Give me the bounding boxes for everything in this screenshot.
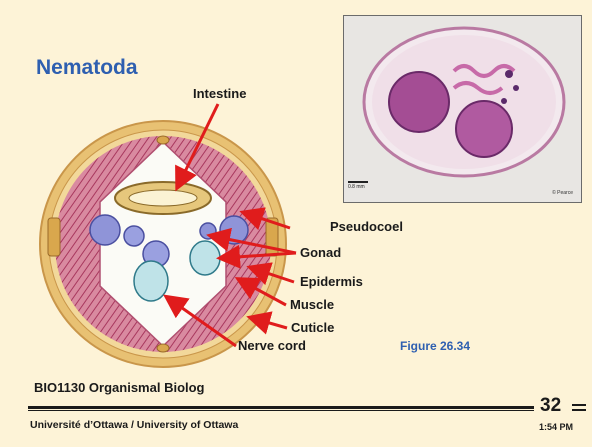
arrow-pseudocoel [245, 213, 290, 228]
label-nerve-cord: Nerve cord [238, 338, 306, 353]
arrow-muscle [240, 280, 286, 305]
figure-caption: Figure 26.34 [400, 339, 470, 353]
arrow-gonad-1 [212, 236, 296, 253]
course-title: BIO1130 Organismal Biolog [34, 380, 205, 395]
footer-divider-thin [28, 410, 534, 411]
label-pseudocoel: Pseudocoel [330, 219, 403, 234]
label-cuticle: Cuticle [291, 320, 334, 335]
university-name: Université d’Ottawa / University of Otta… [30, 419, 238, 431]
footer-divider [28, 406, 534, 409]
arrow-epidermis [252, 268, 294, 282]
timestamp: 1:54 PM [539, 422, 573, 432]
arrow-nerve-cord [168, 298, 236, 346]
label-epidermis: Epidermis [300, 274, 363, 289]
footer-tick-top [572, 404, 586, 406]
arrow-intestine [178, 104, 218, 186]
arrow-cuticle [252, 318, 287, 328]
label-intestine: Intestine [193, 86, 246, 101]
label-gonad: Gonad [300, 245, 341, 260]
arrow-gonad-2 [222, 253, 296, 258]
label-muscle: Muscle [290, 297, 334, 312]
page-number: 32 [540, 395, 561, 417]
footer-tick-bottom [572, 409, 586, 411]
